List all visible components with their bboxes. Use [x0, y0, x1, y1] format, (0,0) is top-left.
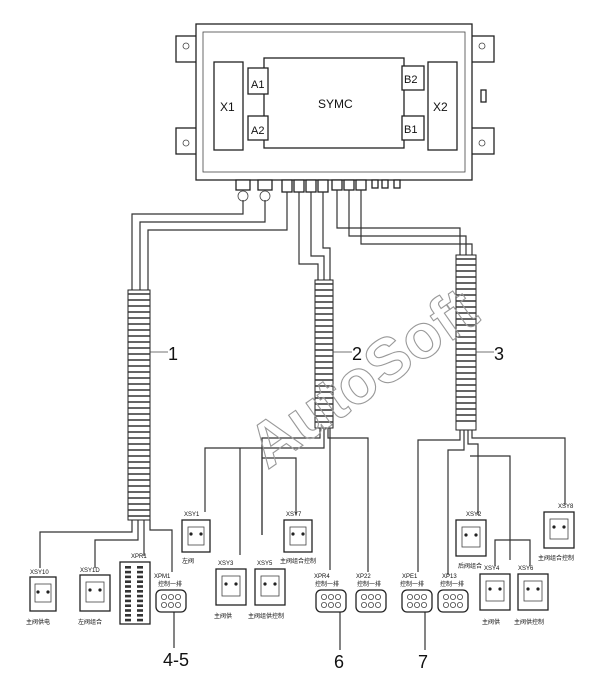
terminal-pin — [137, 580, 143, 583]
plug-xpm1: XPM1 控制一排 — [154, 574, 187, 613]
relay-xsy1d-caption: 左阀组合 — [78, 618, 102, 626]
pin-b2-label: B2 — [404, 74, 417, 86]
relay-xsy1-caption: 左阀 — [182, 557, 194, 565]
plug-xpe1: XPE1 控制一排 — [400, 574, 433, 613]
plug-xp22-id: XP22 — [356, 574, 371, 580]
relay-xsy1: XSY1 左阀 — [181, 512, 211, 565]
connector-x1-label: X1 — [220, 100, 235, 114]
callout-3: 3 — [494, 344, 504, 364]
plug-xpr1: XPR1 — [119, 554, 151, 625]
controller-name: SYMC — [318, 97, 353, 111]
relay-xsy1d: XSY1D 左阀组合 — [78, 568, 111, 626]
callout-7: 7 — [418, 652, 428, 672]
relay-xsy6-caption: 主阀供控制 — [514, 618, 544, 626]
relay-xsy4-id: XSY4 — [484, 566, 500, 572]
terminal-pin — [137, 590, 143, 593]
relay-xsy10-id: XSY10 — [30, 570, 49, 576]
callout-6: 6 — [334, 652, 344, 672]
terminal-pin — [125, 618, 131, 622]
terminal-pin — [125, 594, 131, 598]
terminal-pin — [137, 609, 143, 612]
terminal-pin — [137, 618, 143, 622]
pin-b1-label: B1 — [404, 124, 417, 136]
plug-xp22-caption: 控制一排 — [357, 580, 381, 588]
relay-xsy8-caption: 主阀组合控制 — [538, 554, 574, 562]
relay-xsy1-id: XSY1 — [184, 512, 200, 518]
terminal-pin — [125, 609, 131, 612]
plug-xpe1-id: XPE1 — [402, 574, 418, 580]
callout-2: 2 — [352, 344, 362, 364]
relay-xsy2-caption: 后阀组合 — [458, 562, 482, 570]
relay-xsy2-id: XSY2 — [466, 512, 482, 518]
plug-xpr4: XPR4 控制一排 — [314, 574, 347, 613]
terminal-pin — [125, 604, 131, 607]
terminal-pin — [137, 604, 143, 607]
pin-a2-label: A2 — [251, 125, 264, 137]
relay-xsy6: XSY6 主阀供控制 — [514, 566, 549, 626]
plug-xpe1-caption: 控制一排 — [400, 580, 424, 588]
terminal-pin — [125, 599, 131, 603]
relay-xsy7-caption: 主阀组合控制 — [280, 557, 316, 565]
terminal-pin — [125, 614, 131, 617]
terminal-pin — [125, 580, 131, 583]
callout-4-5: 4-5 — [163, 650, 189, 670]
terminal-pin — [125, 570, 131, 574]
relay-xsy1d-id: XSY1D — [80, 568, 100, 574]
relay-xsy4-caption: 主阀供 — [482, 618, 500, 626]
terminal-pin — [137, 594, 143, 598]
plug-xp22: XP22 控制一排 — [355, 574, 387, 613]
plug-xp13-id: XP13 — [442, 574, 457, 580]
relay-xsy3-id: XSY3 — [218, 561, 234, 567]
relay-xsy3-caption: 主阀供 — [214, 612, 232, 620]
relay-xsy10: XSY10 主阀供电 — [26, 570, 57, 626]
plug-xp13: XP13 控制一排 — [437, 574, 469, 613]
relay-xsy4: XSY4 主阀供 — [479, 566, 511, 626]
terminal-pin — [137, 575, 143, 579]
terminal-pin — [137, 614, 143, 617]
plug-xpr4-caption: 控制一排 — [315, 580, 339, 588]
terminal-pin — [125, 575, 131, 579]
terminal-pin — [137, 570, 143, 574]
plug-xpr4-id: XPR4 — [314, 574, 330, 580]
terminal-pin — [125, 566, 131, 569]
relay-xsy7-id: XSY7 — [286, 512, 302, 518]
harness-2 — [204, 279, 369, 572]
callout-numbers: 1 2 3 4-5 6 7 — [163, 344, 504, 672]
connector-x2-label: X2 — [433, 100, 448, 114]
harness-1 — [39, 289, 173, 572]
plug-xpr1-id: XPR1 — [131, 554, 147, 560]
connector-x2 — [427, 61, 458, 151]
wire-routes — [131, 190, 473, 290]
relay-xsy10-caption: 主阀供电 — [26, 618, 50, 626]
relay-xsy8-id: XSY8 — [558, 504, 574, 510]
relay-xsy2: XSY2 后阀组合 — [455, 512, 487, 570]
controller-board — [263, 57, 405, 149]
pin-a1-label: A1 — [251, 79, 264, 91]
terminal-pin — [137, 566, 143, 569]
relay-xsy5-caption: 主阀组供控制 — [248, 612, 284, 620]
relay-xsy7: XSY7 主阀组合控制 — [280, 512, 316, 565]
plug-xpm1-caption: 控制一排 — [158, 580, 182, 588]
relay-xsy6-id: XSY6 — [518, 566, 534, 572]
relay-xsy5: XSY5 主阀组供控制 — [248, 561, 286, 620]
terminal-pin — [125, 585, 131, 588]
controller-unit: X1 X2 A1 A2 B2 B1 SYMC — [175, 23, 495, 181]
relay-xsy8: XSY8 主阀组合控制 — [538, 504, 575, 562]
harness-3 — [417, 254, 566, 575]
terminal-pin — [137, 585, 143, 588]
plug-xpm1-id: XPM1 — [154, 574, 171, 580]
relay-xsy5-id: XSY5 — [257, 561, 273, 567]
plug-xp13-caption: 控制一排 — [440, 580, 464, 588]
connector-x1 — [213, 61, 244, 151]
callout-1: 1 — [168, 344, 178, 364]
terminal-pin — [125, 590, 131, 593]
relay-xsy3: XSY3 主阀供 — [214, 561, 247, 620]
cable-glands — [235, 179, 401, 202]
terminal-pin — [137, 599, 143, 603]
